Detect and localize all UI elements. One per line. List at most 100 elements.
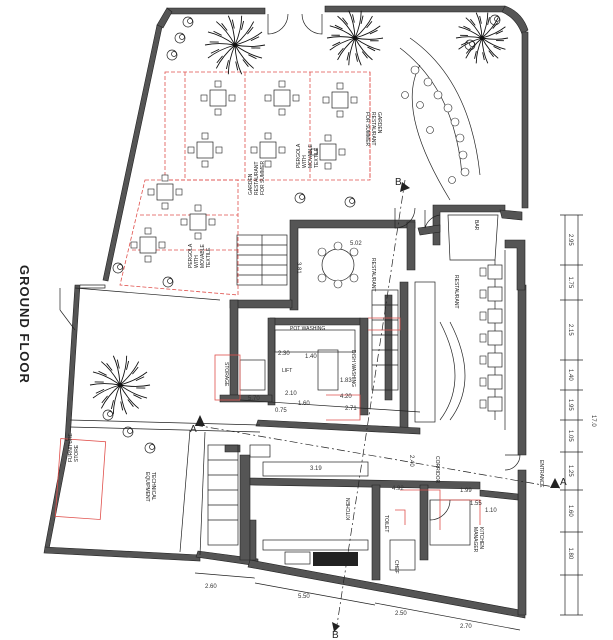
tree bbox=[326, 10, 384, 66]
dim-right-9: 1.80 bbox=[567, 548, 573, 560]
shrub bbox=[144, 442, 156, 454]
dimension-chain-bottom bbox=[194, 572, 521, 631]
shrub bbox=[174, 32, 186, 44]
doors bbox=[59, 13, 521, 521]
trees bbox=[89, 10, 509, 454]
bar-stool bbox=[455, 133, 465, 143]
dim-small-9: 1.99 bbox=[460, 488, 472, 494]
dim-bottom-3: 2.50 bbox=[395, 611, 407, 617]
interior-walls bbox=[219, 204, 526, 581]
garden-table bbox=[187, 132, 223, 168]
garden-table bbox=[264, 80, 300, 116]
dim-bottom-4: 2.70 bbox=[460, 624, 472, 630]
room-label-corridor: CORRIDOR bbox=[434, 456, 440, 484]
dimension-chain-mid bbox=[239, 399, 421, 413]
garden-tables bbox=[130, 80, 358, 263]
room-label-furniture-store: FURNITURESTORE bbox=[68, 432, 80, 462]
dim-small-2: 3.81 bbox=[295, 262, 301, 274]
room-label-dish-washing: DISH WASHING bbox=[350, 350, 356, 387]
tree bbox=[204, 15, 266, 75]
section-mark-a-right: A bbox=[560, 477, 567, 488]
shrub bbox=[294, 192, 306, 204]
dim-small-4: 1.40 bbox=[305, 354, 317, 360]
shrub bbox=[166, 49, 178, 61]
red-partitions bbox=[54, 317, 481, 530]
kitchen-range bbox=[284, 551, 358, 566]
outer-wall bbox=[43, 5, 529, 619]
shrub bbox=[344, 196, 356, 208]
dim-right-1: 2.95 bbox=[567, 234, 573, 246]
dim-mid-2: 1.60 bbox=[298, 401, 310, 407]
room-label-technical-equipment: TECHNICALEQUIPMENT bbox=[144, 472, 156, 502]
tree bbox=[455, 12, 509, 64]
dim-bottom-1: 2.60 bbox=[205, 584, 217, 590]
dim-mid-3: 2.71 bbox=[345, 406, 357, 412]
garden-table bbox=[147, 174, 183, 210]
room-label-restaurant-right: RESTAURANT bbox=[453, 275, 459, 309]
restaurant-booths bbox=[479, 264, 503, 412]
section-mark-a-left: A bbox=[190, 424, 197, 435]
dim-small-12: 1.10 bbox=[485, 508, 497, 514]
pergola-upper bbox=[164, 71, 371, 181]
booth-table bbox=[479, 374, 503, 390]
room-label-bar: BAR bbox=[473, 220, 479, 231]
room-label-restaurant-left: RESTAURANT bbox=[370, 258, 376, 292]
bar-stool bbox=[458, 150, 468, 160]
dim-bottom-2: 5.50 bbox=[298, 594, 310, 600]
section-lines bbox=[194, 179, 561, 632]
booth-table bbox=[479, 352, 503, 368]
room-label-kitchen-manager: KITCHENMANAGER bbox=[472, 527, 484, 553]
section-mark-b-top: B bbox=[395, 177, 402, 188]
dim-small-8: 2.10 bbox=[285, 391, 297, 397]
shrub bbox=[122, 426, 134, 438]
bar-stool bbox=[443, 103, 453, 113]
dim-right-total: 17.0 bbox=[590, 415, 596, 427]
room-label-pot-washing: POT WASHING bbox=[290, 326, 325, 332]
dim-right-3: 2.15 bbox=[567, 324, 573, 336]
booth-table bbox=[479, 396, 503, 412]
room-label-pergola-lower: PERGOLAWITHMOVABLETEXTILE bbox=[188, 243, 212, 268]
booth-table bbox=[479, 330, 503, 346]
dim-right-4: 1.40 bbox=[567, 369, 573, 381]
bar-stool bbox=[410, 65, 420, 75]
room-label-garden-upper: GARDENRESTAURANTFOR SUMMER bbox=[364, 112, 382, 147]
stair-center bbox=[371, 289, 399, 391]
dimension-chain-right bbox=[560, 214, 583, 616]
pergola-lower bbox=[119, 179, 239, 296]
garden-table bbox=[130, 227, 166, 263]
dim-mid-4: 3.19 bbox=[310, 466, 322, 472]
bar-stools bbox=[401, 65, 470, 184]
bar-stool bbox=[423, 77, 433, 87]
dim-small-6: 2.40 bbox=[408, 455, 414, 467]
room-label-lift: LIFT bbox=[282, 368, 292, 374]
garden-table bbox=[180, 204, 216, 240]
garden-table bbox=[310, 134, 346, 170]
dim-small-5: 1.83 bbox=[340, 378, 352, 384]
garden-table bbox=[250, 132, 286, 168]
stair-upper bbox=[236, 234, 288, 286]
room-label-pergola-upper: PERGOLAWITHMOVABLETEXTILE bbox=[296, 143, 320, 168]
dim-small-1: 5.02 bbox=[350, 241, 362, 247]
shrub bbox=[102, 409, 114, 421]
dim-right-7: 1.25 bbox=[567, 465, 573, 477]
plan-title: GROUND FLOOR bbox=[17, 265, 32, 384]
tree bbox=[89, 355, 151, 415]
room-label-toilet: TOILET bbox=[383, 515, 389, 532]
room-label-chef-room: CHEF bbox=[393, 560, 399, 574]
bar-stool bbox=[460, 167, 470, 177]
dim-mid-1: 5.70 bbox=[248, 396, 260, 402]
garden-table bbox=[200, 80, 236, 116]
room-label-entrance: ENTRANCE bbox=[538, 460, 544, 488]
shrub bbox=[162, 276, 174, 288]
dim-right-8: 1.60 bbox=[567, 505, 573, 517]
room-label-storage: STORAGE bbox=[223, 362, 229, 387]
shrub bbox=[464, 39, 476, 51]
section-mark-b-bottom: B bbox=[332, 630, 339, 640]
bar-stool bbox=[450, 117, 460, 127]
dim-right-6: 1.05 bbox=[567, 430, 573, 442]
stair-lower bbox=[207, 444, 239, 546]
dim-small-10: 4.92 bbox=[392, 486, 404, 492]
dim-right-2: 1.75 bbox=[567, 277, 573, 289]
bar-stool bbox=[433, 90, 443, 100]
